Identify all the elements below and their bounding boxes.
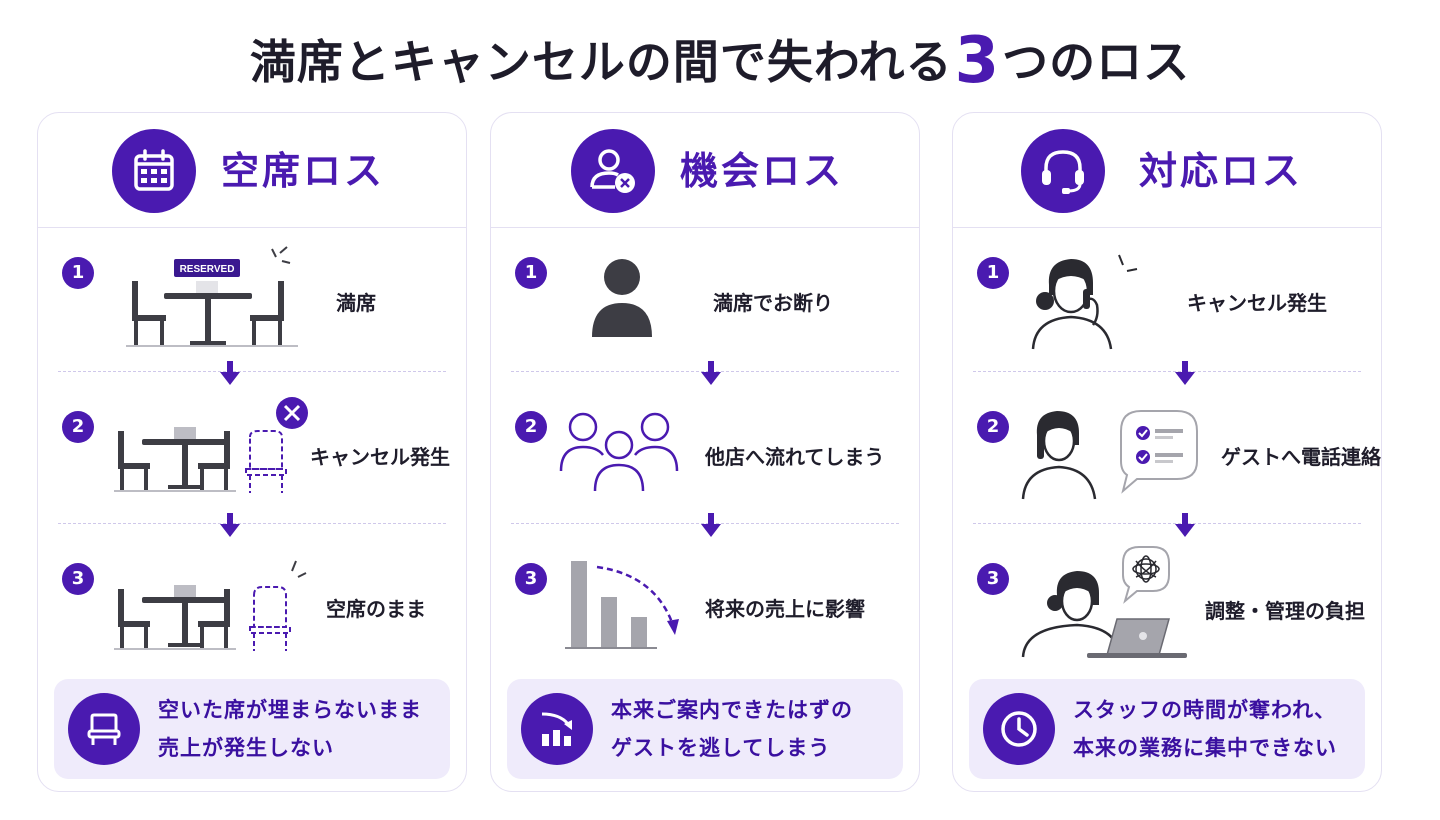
card-opportunity-loss: 機会ロス 1 満席でお断り 2 他店へ流れてしまう 3	[490, 112, 920, 792]
card-header: 対応ロス	[953, 113, 1381, 228]
step-number: 2	[977, 411, 1009, 443]
reserved-table-icon: RESERVED	[126, 246, 298, 347]
summary-box: スタッフの時間が奪われ、 本来の業務に集中できない	[969, 679, 1365, 779]
step-divider	[58, 371, 446, 372]
title-prefix: 満席とキャンセルの間で失われる	[249, 35, 953, 89]
card-handling-loss: 対応ロス 1 キャンセル発生 2	[952, 112, 1382, 792]
card-heading: 対応ロス	[1139, 149, 1304, 193]
woman-on-phone-icon	[1031, 254, 1138, 350]
down-arrow-icon	[220, 513, 240, 537]
declining-chart-icon	[521, 693, 593, 765]
chair-icon	[68, 693, 140, 765]
step-text: キャンセル発生	[1187, 291, 1327, 315]
woman-at-laptop-icon	[1021, 546, 1187, 658]
step-1: 1 キャンセル発生	[953, 243, 1381, 373]
down-arrow-icon	[1175, 361, 1195, 385]
calendar-icon	[112, 129, 196, 213]
summary-line-2: 売上が発生しない	[158, 736, 334, 760]
step-2: 2 ゲストへ電話連絡	[953, 397, 1381, 527]
step-text: 満席でお断り	[713, 291, 833, 315]
summary-line-2: 本来の業務に集中できない	[1073, 736, 1337, 760]
card-vacancy-loss: 空席ロス 1 RESERVED 満席 2	[37, 112, 467, 792]
down-arrow-icon	[701, 361, 721, 385]
user-cancel-icon	[571, 129, 655, 213]
step-divider	[511, 371, 899, 372]
summary-line-1: 本来ご案内できたはずの	[611, 698, 853, 722]
summary-line-1: スタッフの時間が奪われ、	[1073, 698, 1337, 722]
woman-calling-checklist-icon	[1021, 410, 1198, 500]
step-number: 3	[62, 563, 94, 595]
table-with-empty-chair-icon	[114, 560, 307, 651]
reserved-badge: RESERVED	[180, 264, 235, 275]
step-text: 調整・管理の負担	[1205, 599, 1365, 623]
card-heading: 機会ロス	[680, 149, 845, 193]
step-3: 3 調整・管理の負担	[953, 546, 1381, 679]
step-3: 3 空席のまま	[38, 549, 466, 679]
page-title: 満席とキャンセルの間で失われる3つのロス	[0, 26, 1440, 97]
step-text: 将来の売上に影響	[705, 597, 865, 621]
table-with-cancelled-chair-icon	[114, 397, 308, 493]
step-number: 1	[515, 257, 547, 289]
step-3: 3 将来の売上に影響	[491, 549, 919, 679]
step-divider	[511, 523, 899, 524]
declining-bar-chart-icon	[565, 561, 679, 649]
step-text: 満席	[336, 291, 376, 315]
step-number: 3	[977, 563, 1009, 595]
summary-line-1: 空いた席が埋まらないまま	[158, 698, 422, 722]
step-1: 1 RESERVED 満席	[38, 243, 466, 373]
step-2: 2 他店へ流れてしまう	[491, 397, 919, 527]
card-heading: 空席ロス	[221, 149, 386, 193]
step-1: 1 満席でお断り	[491, 243, 919, 373]
clock-icon	[983, 693, 1055, 765]
step-number: 1	[977, 257, 1009, 289]
headset-icon	[1021, 129, 1105, 213]
step-text: 他店へ流れてしまう	[705, 445, 885, 469]
down-arrow-icon	[701, 513, 721, 537]
card-header: 機会ロス	[491, 113, 919, 228]
step-text: ゲストへ電話連絡	[1221, 445, 1381, 469]
person-icon	[592, 259, 652, 337]
step-number: 1	[62, 257, 94, 289]
group-icon	[559, 412, 679, 492]
step-text: キャンセル発生	[310, 445, 450, 469]
step-divider	[973, 523, 1361, 524]
summary-box: 本来ご案内できたはずの ゲストを逃してしまう	[507, 679, 903, 779]
step-2: 2 キャンセル発生	[38, 397, 466, 527]
down-arrow-icon	[1175, 513, 1195, 537]
card-header: 空席ロス	[38, 113, 466, 228]
step-divider	[58, 523, 446, 524]
title-suffix: つのロス	[1002, 35, 1191, 89]
step-number: 3	[515, 563, 547, 595]
step-divider	[973, 371, 1361, 372]
step-number: 2	[515, 411, 547, 443]
step-number: 2	[62, 411, 94, 443]
down-arrow-icon	[220, 361, 240, 385]
summary-line-2: ゲストを逃してしまう	[611, 736, 831, 760]
title-number: 3	[954, 24, 1001, 98]
summary-box: 空いた席が埋まらないまま 売上が発生しない	[54, 679, 450, 779]
step-text: 空席のまま	[326, 597, 426, 621]
